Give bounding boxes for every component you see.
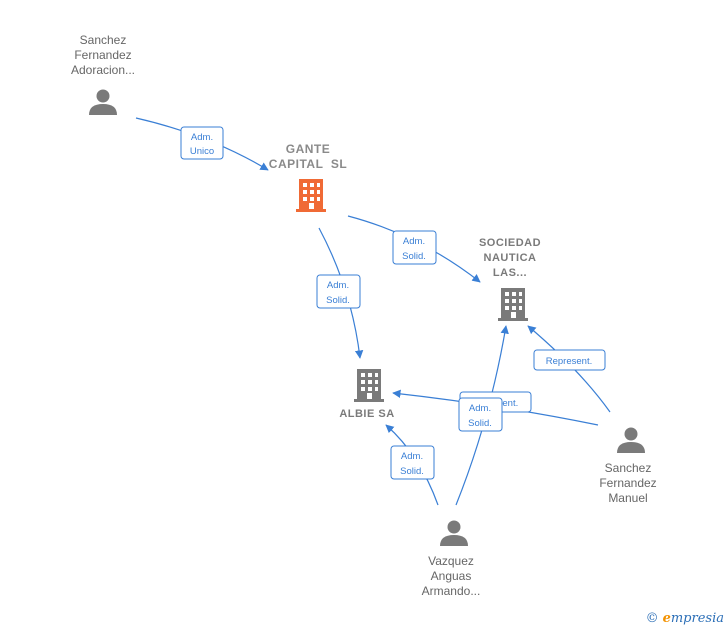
- edge-label-line: Adm.: [403, 236, 425, 247]
- node-label-line: Manuel: [608, 491, 648, 505]
- copyright-icon: ©: [645, 611, 659, 626]
- building-icon-albie[interactable]: [354, 369, 384, 402]
- edge-label-line: Represent.: [546, 356, 592, 367]
- node-label-line: ALBIE SA: [339, 408, 395, 420]
- node-label-line: Sanchez: [79, 33, 127, 47]
- edge-label-line: Solid.: [326, 295, 350, 306]
- edge-label-line: Solid.: [400, 466, 424, 477]
- edge-label-line: Solid.: [468, 418, 492, 429]
- node-label-line: Anguas: [430, 569, 472, 583]
- edge-label-adm-unico[interactable]: Adm. Unico: [180, 126, 224, 160]
- node-label-adoracion[interactable]: Sanchez Fernandez Adoracion...: [38, 33, 168, 78]
- node-label-line: GANTE: [285, 142, 331, 156]
- edge-label-line: Adm.: [327, 280, 349, 291]
- brand-footer[interactable]: ©empresia: [646, 611, 724, 626]
- node-label-line: LAS...: [492, 267, 528, 279]
- node-label-vazquez[interactable]: Vazquez Anguas Armando...: [386, 554, 516, 599]
- node-label-line: Adoracion...: [70, 63, 136, 77]
- building-icon-gante[interactable]: [296, 179, 326, 212]
- node-label-line: CAPITAL SL: [268, 157, 348, 171]
- edge-label-line: Adm.: [401, 451, 423, 462]
- node-label-line: SOCIEDAD: [478, 237, 542, 249]
- node-label-line: NAUTICA: [483, 252, 537, 264]
- node-label-sociedad[interactable]: SOCIEDAD NAUTICA LAS...: [445, 236, 575, 281]
- edge-label-gante-sociedad[interactable]: Adm. Solid.: [392, 230, 437, 265]
- node-label-line: Fernandez: [599, 476, 657, 490]
- person-icon-adoracion[interactable]: [89, 89, 117, 116]
- person-icon-vazquez[interactable]: [440, 520, 468, 547]
- node-label-line: Armando...: [421, 584, 481, 598]
- edge-label-line: Adm.: [191, 132, 213, 143]
- node-label-line: Vazquez: [428, 554, 474, 568]
- brand-logo-text: mpresia: [670, 611, 724, 626]
- node-label-gante[interactable]: GANTE CAPITAL SL: [243, 142, 373, 172]
- edge-label-line: Adm.: [469, 403, 491, 414]
- building-icon-sociedad[interactable]: [498, 288, 528, 321]
- node-label-manuel[interactable]: Sanchez Fernandez Manuel: [563, 461, 693, 506]
- edge-label-vazquez-albie[interactable]: Adm. Solid.: [390, 445, 435, 480]
- person-icon-manuel[interactable]: [617, 427, 645, 454]
- edge-label-vazquez-sociedad[interactable]: Adm. Solid.: [458, 397, 503, 432]
- node-label-line: Fernandez: [74, 48, 132, 62]
- node-label-albie[interactable]: ALBIE SA: [302, 407, 432, 422]
- edge-label-line: Solid.: [402, 251, 426, 262]
- edge-label-line: Unico: [190, 146, 214, 157]
- node-label-line: Sanchez: [604, 461, 652, 475]
- edge-label-manuel-sociedad[interactable]: Represent.: [533, 349, 606, 371]
- edge-label-gante-albie[interactable]: Adm. Solid.: [316, 274, 361, 309]
- brand-logo-e: e: [662, 611, 671, 626]
